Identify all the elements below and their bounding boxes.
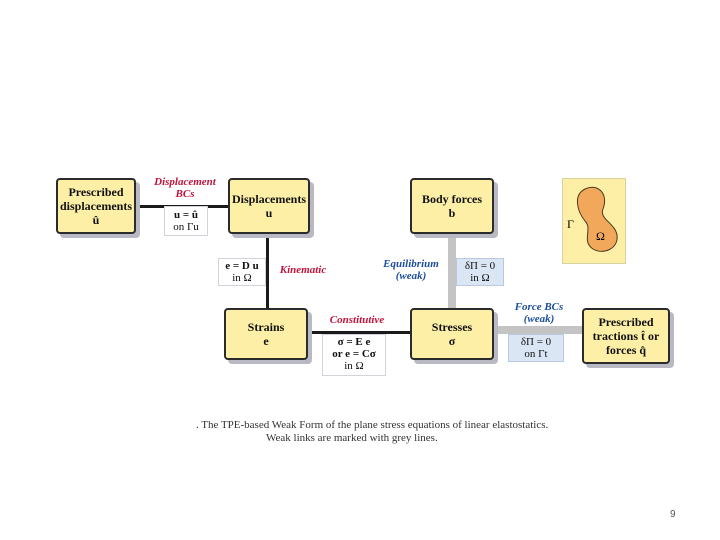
label-displacement-bcs-line1: Displacement	[154, 176, 216, 188]
domain-inset: Γ Ω	[562, 178, 626, 264]
equation-equilibrium: δΠ = 0 in Ω	[456, 258, 504, 286]
equation-displacement-bc-line2: on Γu	[173, 221, 199, 233]
domain-interior-label: Ω	[596, 229, 605, 243]
box-body-forces: Body forces b	[410, 178, 494, 234]
equation-constitutive-line1: σ = E e	[337, 336, 371, 348]
label-equilibrium-line2: (weak)	[395, 270, 427, 282]
figure-caption: . The TPE-based Weak Form of the plane s…	[196, 419, 616, 445]
box-prescribed-displacements-line1: Prescribed	[68, 185, 124, 199]
box-strains-line2: e	[263, 334, 269, 348]
page-number: 9	[670, 509, 676, 520]
box-prescribed-tractions: Prescribed tractions t̂ or forces q̂	[582, 308, 670, 364]
box-prescribed-displacements-line2: displacements	[60, 199, 132, 213]
equation-constitutive-line2: or e = Cσ	[332, 348, 376, 360]
domain-boundary-label: Γ	[567, 217, 574, 231]
equation-force-bc-line1: δΠ = 0	[520, 336, 552, 348]
label-equilibrium: Equilibrium (weak)	[374, 258, 448, 282]
box-prescribed-tractions-line3: forces q̂	[605, 343, 647, 357]
label-displacement-bcs: Displacement BCs	[144, 176, 226, 200]
equation-equilibrium-line1: δΠ = 0	[464, 260, 496, 272]
label-displacement-bcs-line2: BCs	[175, 188, 195, 200]
box-prescribed-tractions-line1: Prescribed	[598, 315, 654, 329]
label-kinematic: Kinematic	[279, 264, 327, 276]
box-prescribed-displacements: Prescribed displacements û	[56, 178, 136, 234]
equation-constitutive-line3: in Ω	[344, 360, 364, 372]
label-force-bcs: Force BCs (weak)	[504, 301, 574, 325]
equation-kinematic-line2: in Ω	[232, 272, 252, 284]
box-stresses-line2: σ	[448, 334, 456, 348]
box-strains-line1: Strains	[247, 320, 285, 334]
label-constitutive: Constitutive	[329, 314, 385, 326]
box-prescribed-displacements-line3: û	[92, 213, 100, 227]
figure-caption-line1: . The TPE-based Weak Form of the plane s…	[196, 419, 549, 431]
box-body-forces-line2: b	[448, 206, 456, 220]
box-stresses: Stresses σ	[410, 308, 494, 360]
domain-shape-icon	[577, 186, 618, 252]
link-kinematic-line	[266, 232, 269, 312]
box-displacements-line2: u	[265, 206, 273, 220]
equation-displacement-bc-line1: u = û	[173, 209, 198, 221]
box-prescribed-tractions-line2: tractions t̂ or	[592, 329, 660, 343]
link-equilibrium-line	[448, 232, 456, 310]
link-constitutive-line	[306, 331, 410, 334]
box-displacements: Displacements u	[228, 178, 310, 234]
box-body-forces-line1: Body forces	[421, 192, 483, 206]
figure-caption-line2: Weak links are marked with grey lines.	[266, 432, 438, 444]
equation-equilibrium-line2: in Ω	[470, 272, 490, 284]
box-displacements-line1: Displacements	[232, 192, 306, 206]
box-strains: Strains e	[224, 308, 308, 360]
equation-force-bc: δΠ = 0 on Γt	[508, 334, 564, 362]
label-force-bcs-line2: (weak)	[523, 313, 555, 325]
equation-kinematic-line1: e = D u	[225, 260, 259, 272]
equation-constitutive: σ = E e or e = Cσ in Ω	[322, 334, 386, 376]
box-stresses-line1: Stresses	[431, 320, 473, 334]
equation-displacement-bc: u = û on Γu	[164, 206, 208, 236]
label-equilibrium-line1: Equilibrium	[383, 258, 439, 270]
equation-force-bc-line2: on Γt	[524, 348, 548, 360]
equation-kinematic: e = D u in Ω	[218, 258, 266, 286]
link-force-bc-line	[490, 326, 584, 334]
label-force-bcs-line1: Force BCs	[514, 301, 564, 313]
